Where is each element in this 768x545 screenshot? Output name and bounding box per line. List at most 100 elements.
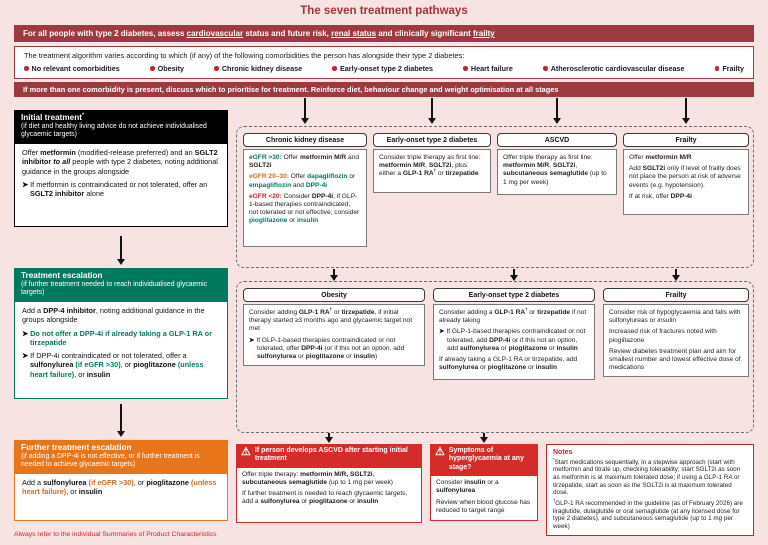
- text-run: DPP-4 inhibitor: [43, 305, 96, 315]
- text-paragraph: If at risk, offer DPP-4i: [629, 193, 743, 201]
- text-run: Add a: [22, 305, 44, 315]
- pathway-header: Frailty: [623, 133, 749, 147]
- pathway-box-frailty-1: Frailty Offer metformin M/R Add SGLT2i o…: [623, 133, 749, 215]
- link-cardiovascular[interactable]: cardiovascular: [186, 29, 244, 38]
- text-run: Initial treatment: [21, 113, 82, 122]
- text-run: subcutaneous semaglutide: [503, 170, 589, 178]
- text-paragraph: Add a DPP-4 inhibitor, noting additional…: [22, 306, 220, 325]
- flow-arrowhead-icon: [681, 118, 690, 124]
- pathway-header: Early-onset type 2 diabetes: [433, 288, 595, 302]
- text-run: *: [553, 456, 555, 462]
- initial-treatment-subtitle: (if diet and healthy living advice do no…: [21, 123, 207, 139]
- text-run: ,: [372, 470, 375, 478]
- text-paragraph: ➤ If metformin is contraindicated or not…: [22, 180, 220, 199]
- text-run: or: [347, 498, 358, 506]
- text-paragraph: Review diabetes treatment plan and aim f…: [609, 348, 743, 373]
- bullet-icon: [714, 66, 720, 71]
- text-run: pioglitazone: [146, 477, 189, 487]
- comorbidity-label: Obesity: [157, 64, 184, 73]
- text-run: DPP-4i: [301, 344, 323, 352]
- text-run: if not already taking: [439, 309, 587, 325]
- hyperglycaemia-alert-body: Consider insulin or a sulfonylurea Revie…: [430, 475, 538, 522]
- treatment-escalation-header: Treatment escalation (if further treatme…: [14, 268, 228, 301]
- footer-note: Always refer to the individual Summaries…: [14, 531, 217, 538]
- link-frailty[interactable]: frailty: [472, 29, 495, 38]
- text-run: insulin: [78, 487, 103, 497]
- text-run: SGLT2 inhibitor: [30, 189, 85, 199]
- text-run: If metformin is contraindicated or not t…: [30, 179, 208, 189]
- text-run: †: [433, 168, 436, 174]
- pathway-body: Offer triple therapy as first line: metf…: [497, 149, 617, 195]
- text-run: people with type 2 diabetes, noting addi…: [22, 157, 218, 176]
- flow-arrowhead-icon: [324, 437, 333, 443]
- text-run: GLP-1 RA: [402, 170, 434, 178]
- ascvd-alert-body: Offer triple therapy: metformin M/R, SGL…: [236, 466, 422, 523]
- text-run: metformin: [40, 147, 76, 157]
- text-run: sulfonylurea: [436, 487, 476, 495]
- text-run: insulin: [535, 364, 557, 372]
- notes-title: Notes: [553, 449, 573, 456]
- text-run: Start medications sequentially, in a ste…: [553, 458, 741, 497]
- text-run: pioglitazone: [133, 360, 176, 370]
- text-run: tirzepatide: [537, 309, 571, 316]
- text-run: (unless heart failure): [30, 360, 204, 379]
- notes-box: Notes *Start medications sequentially, i…: [546, 444, 754, 536]
- text-run: eGFR >30:: [249, 154, 282, 161]
- text-run: Consider risk of hypoglycaemia and falls…: [609, 309, 741, 325]
- text-run: Offer: [22, 147, 41, 157]
- flow-arrow: [431, 98, 433, 118]
- pathway-box-early-onset-2: Early-onset type 2 diabetes Consider add…: [433, 288, 595, 380]
- flow-arrowhead-icon: [671, 275, 680, 281]
- comorbidity-label: Chronic kidney disease: [221, 64, 303, 73]
- text-run: Increased risk of fractures noted with p…: [609, 328, 717, 344]
- text-run: GLP-1 RA recommended in the guideline (a…: [553, 499, 743, 530]
- text-run: Review diabetes treatment plan and aim f…: [609, 347, 741, 372]
- text-run: tirzepatide: [445, 170, 479, 178]
- pathway-group-row1: [236, 126, 754, 268]
- warning-icon: ⚠: [435, 446, 445, 458]
- text-run: sulfonylurea: [257, 352, 297, 360]
- text-run: Offer triple therapy as first line:: [503, 154, 593, 161]
- text-run: Consider triple therapy as first line:: [379, 154, 481, 161]
- flow-arrow: [304, 98, 306, 118]
- text-run: and clinically significant: [376, 29, 473, 38]
- text-run: pioglitazone: [487, 364, 527, 372]
- link-renal-status[interactable]: renal status: [331, 29, 377, 38]
- comorbidity-item: No relevant comorbidities: [24, 64, 120, 73]
- text-run: insulin: [353, 352, 375, 360]
- initial-treatment-block: Initial treatment* (if diet and healthy …: [14, 110, 228, 227]
- text-run: , if initial therapy started ≥3 months a…: [249, 309, 413, 333]
- pathway-body: Consider risk of hypoglycaemia and falls…: [603, 304, 749, 378]
- text-run: If DPP-4i contraindicated or not tolerat…: [30, 351, 187, 361]
- text-run: DPP-4i: [670, 192, 692, 200]
- text-run: and: [346, 154, 360, 161]
- flow-arrow: [120, 236, 122, 260]
- comorbidity-item: Atherosclerotic cardiovascular disease: [543, 64, 685, 73]
- ascvd-alert: ⚠ If person develops ASCVD after startin…: [236, 444, 422, 523]
- text-run: or: [287, 217, 297, 225]
- text-paragraph: Offer triple therapy as first line: metf…: [503, 154, 611, 187]
- comorbidity-item: Obesity: [150, 64, 184, 73]
- text-paragraph: Offer metformin (modified-release prefer…: [22, 148, 220, 176]
- text-paragraph: If further treatment is needed to reach …: [242, 490, 416, 506]
- text-run: Consider: [281, 192, 312, 200]
- comorbidity-label: Frailty: [722, 64, 744, 73]
- text-run: Consider: [436, 479, 465, 487]
- bullet-icon: [332, 66, 337, 71]
- text-run: or: [547, 344, 557, 352]
- text-run: Offer: [629, 154, 646, 161]
- text-run: or: [499, 344, 509, 352]
- further-escalation-block: Further treatment escalation (if adding …: [14, 440, 228, 521]
- text-run: or if this not an option, add: [447, 336, 578, 352]
- text-run: or a: [485, 479, 499, 487]
- pathway-body: eGFR >30: Offer metformin M/R and SGLT2i…: [243, 149, 367, 247]
- flow-arrow: [513, 269, 515, 276]
- pathway-group-row2: [236, 281, 754, 433]
- text-run: or: [296, 352, 306, 360]
- comorbidity-label: Heart failure: [470, 64, 513, 73]
- text-run: sulfonylurea: [30, 360, 74, 370]
- text-run: eGFR 20–30:: [249, 173, 289, 181]
- text-run: or: [526, 364, 536, 372]
- text-paragraph: Add a sulfonylurea (if eGFR >30), or pio…: [22, 478, 220, 497]
